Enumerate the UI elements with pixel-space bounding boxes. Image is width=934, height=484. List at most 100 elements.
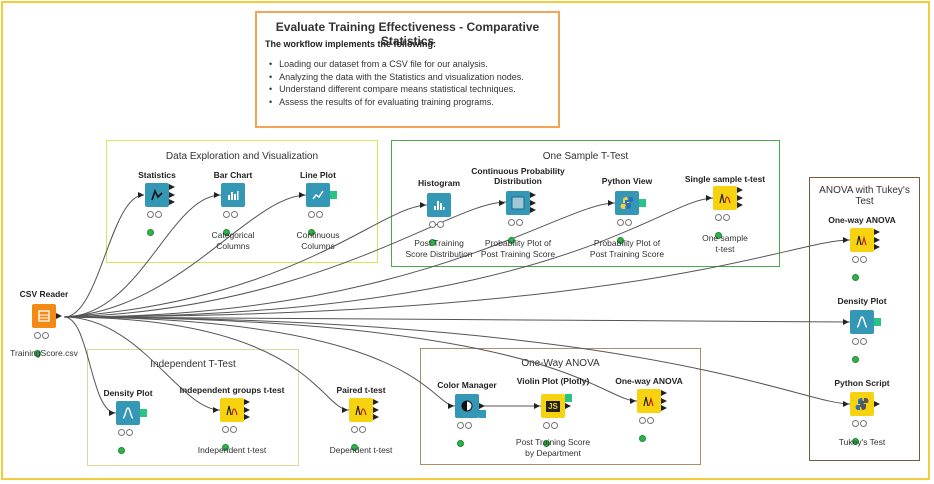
continuous-probability-node[interactable]: Continuous Probability Distribution Prob…	[471, 166, 565, 259]
t-test-icon	[713, 186, 737, 210]
node-title: Python View	[601, 176, 653, 186]
description-item: Analyzing the data with the Statistics a…	[269, 71, 524, 84]
view-port[interactable]	[639, 199, 646, 207]
single-sample-t-test-node[interactable]: Single sample t-test One sample t-test	[685, 174, 765, 254]
connection	[63, 316, 117, 414]
t-test-icon	[349, 398, 373, 422]
input-port[interactable]	[843, 319, 849, 325]
node-title: Paired t-test	[336, 385, 386, 395]
csv-reader-node[interactable]: CSV Reader TrainingScore.csv	[10, 289, 78, 358]
description-subtitle: The workflow implements the following:	[265, 39, 437, 49]
input-port[interactable]	[843, 237, 849, 243]
histogram-node[interactable]: Histogram Post Training Score Distributi…	[405, 178, 472, 259]
node-title: CSV Reader	[19, 289, 69, 299]
line-plot-node[interactable]: Line Plot Continuous Columns	[296, 170, 339, 251]
view-port[interactable]	[874, 318, 881, 326]
output-ports[interactable]	[661, 389, 669, 413]
output-ports[interactable]	[737, 186, 745, 210]
view-port[interactable]	[565, 394, 572, 402]
output-ports[interactable]	[244, 398, 252, 422]
input-port[interactable]	[213, 407, 219, 413]
one-way-anova-node[interactable]: One-way ANOVA	[828, 215, 896, 281]
connection	[63, 239, 851, 318]
paired-t-test-node[interactable]: Paired t-test Dependent t-test	[330, 385, 393, 455]
connection	[63, 197, 715, 318]
input-port[interactable]	[109, 410, 115, 416]
input-port[interactable]	[706, 195, 712, 201]
description-item: Loading our dataset from a CSV file for …	[269, 58, 524, 71]
input-port[interactable]	[630, 398, 636, 404]
node-title: Line Plot	[300, 170, 336, 180]
python-script-node[interactable]: Python Script Tukey's Test	[834, 378, 889, 447]
bar-chart-node[interactable]: Bar Chart Categorical Columns	[212, 170, 255, 251]
output-ports[interactable]	[874, 392, 882, 416]
statistics-icon	[145, 183, 169, 207]
description-list: Loading our dataset from a CSV file for …	[269, 58, 524, 108]
density-plot-node[interactable]: Density Plot	[103, 388, 153, 454]
output-ports[interactable]	[565, 394, 573, 418]
density-icon	[850, 310, 874, 334]
connection	[63, 316, 456, 407]
connection	[63, 194, 222, 318]
output-ports[interactable]	[479, 394, 487, 418]
input-port[interactable]	[138, 192, 144, 198]
independent-t-test-node[interactable]: Independent groups t-test Independent t-…	[180, 385, 285, 455]
output-ports[interactable]	[530, 191, 538, 215]
node-status	[852, 420, 874, 445]
description-title: Evaluate Training Effectiveness - Compar…	[275, 20, 540, 48]
t-test-icon	[220, 398, 244, 422]
density-icon	[116, 401, 140, 425]
anova-icon	[850, 228, 874, 252]
input-port[interactable]	[448, 403, 454, 409]
output-ports[interactable]	[874, 228, 882, 252]
one-way-anova-node[interactable]: One-way ANOVA	[615, 376, 683, 442]
input-port[interactable]	[499, 200, 505, 206]
input-port[interactable]	[214, 192, 220, 198]
input-port[interactable]	[843, 401, 849, 407]
view-port[interactable]	[330, 191, 337, 199]
node-title: Color Manager	[437, 380, 497, 390]
view-port[interactable]	[140, 409, 147, 417]
node-label: Tukey's Test	[838, 437, 886, 447]
description-item: Assess the results of for evaluating tra…	[269, 96, 524, 109]
output-ports[interactable]	[56, 304, 64, 328]
violin-plot-node[interactable]: Violin Plot (Plotly) JS Post Training Sc…	[516, 376, 590, 458]
distribution-icon	[506, 191, 530, 215]
node-label: Independent t-test	[197, 445, 267, 455]
annotation-title: One-Way ANOVA	[521, 358, 600, 369]
input-port[interactable]	[342, 407, 348, 413]
output-ports[interactable]	[373, 398, 381, 422]
input-port[interactable]	[299, 192, 305, 198]
node-status	[222, 426, 244, 451]
node-status	[457, 422, 479, 447]
node-status	[639, 417, 661, 442]
node-label: One sample t-test	[702, 233, 748, 254]
node-status	[715, 214, 737, 239]
node-status	[118, 429, 140, 454]
node-label: Probability Plot of Post Training Score	[589, 238, 665, 259]
color-manager-node[interactable]: Color Manager	[437, 380, 497, 447]
node-status	[351, 426, 373, 451]
output-ports[interactable]	[169, 183, 177, 207]
input-port[interactable]	[608, 200, 614, 206]
node-status	[147, 211, 169, 236]
node-title: Single sample t-test	[684, 174, 766, 184]
node-title: Independent groups t-test	[179, 385, 285, 395]
python-view-node[interactable]: Python View Probability Plot of Post Tra…	[590, 176, 664, 259]
input-port[interactable]	[420, 202, 426, 208]
python-icon	[850, 392, 874, 416]
density-plot-node[interactable]: Density Plot	[837, 296, 887, 363]
statistics-node[interactable]: Statistics	[138, 170, 176, 236]
node-title: Density Plot	[103, 388, 153, 398]
connection	[63, 316, 350, 411]
node-status	[308, 211, 330, 236]
node-label: Continuous Columns	[296, 230, 340, 251]
model-port[interactable]	[479, 410, 486, 418]
workflow-description: Evaluate Training Effectiveness - Compar…	[255, 11, 560, 128]
input-port[interactable]	[534, 403, 540, 409]
node-title: Histogram	[417, 178, 461, 188]
histogram-icon	[427, 193, 451, 217]
node-status	[429, 221, 451, 246]
